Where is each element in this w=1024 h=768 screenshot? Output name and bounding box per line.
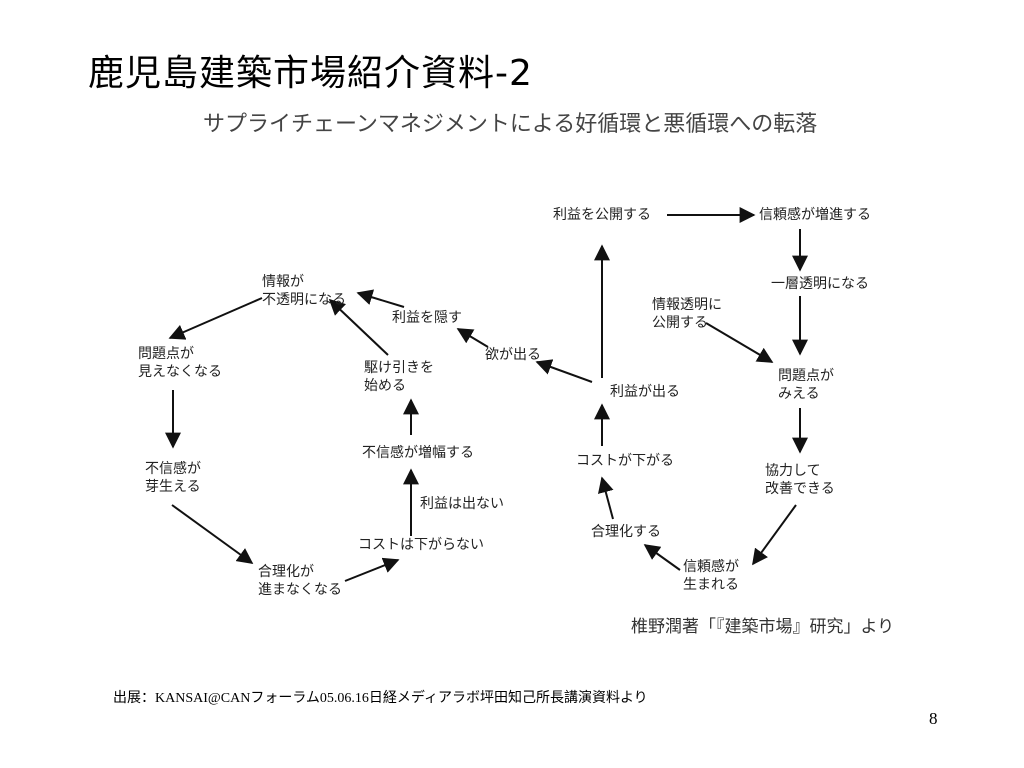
node-publish-info-line2: 公開する (652, 315, 708, 331)
node-hide-profit: 利益を隠す (392, 309, 462, 327)
diagram-title: サプライチェーンマネジメントによる好循環と悪循環への転落 (203, 112, 818, 137)
node-rationalization-stalls-line1: 合理化が (258, 564, 314, 580)
node-rationalization-stalls-line2: 進まなくなる (258, 582, 342, 598)
node-problems-visible-line2: みえる (778, 386, 820, 402)
arrow-cooperate-to-trustborn (752, 504, 797, 566)
node-greed: 欲が出る (485, 346, 541, 364)
arrow-distrust-to-rational (171, 504, 254, 564)
node-distrust-sprouts-line1: 不信感が (145, 461, 201, 477)
node-cost-down: コストが下がる (576, 452, 674, 470)
node-trust-born-line1: 信頼感が (683, 559, 739, 575)
node-hide-profit-line1: 利益を隠す (392, 310, 462, 326)
node-more-transparent-line1: 一層透明になる (771, 276, 869, 292)
node-info-opaque-line2: 不透明になる (262, 292, 346, 308)
source-note: 出展：KANSAI@CANフォーラム05.06.16日経メディアラボ坪田知己所長… (113, 691, 648, 706)
node-trust-born-line2: 生まれる (683, 577, 739, 593)
node-cooperate-improve-line1: 協力して (765, 463, 821, 479)
node-publish-profit: 利益を公開する (553, 206, 651, 224)
arrow-scramble-to-opaque (328, 298, 389, 356)
node-trust-up-line1: 信頼感が増進する (759, 207, 871, 223)
arrow-hide-to-opaque (356, 289, 405, 308)
slide-title: 鹿児島建築市場紹介資料-2 (88, 53, 533, 94)
arrow-trustborn-to-rationalize (643, 544, 681, 571)
arrow-rationalize-to-costdown (598, 476, 614, 520)
node-problems-hidden-line2: 見えなくなる (138, 364, 222, 380)
node-no-profit: 利益は出ない (420, 495, 504, 513)
arrow-rational-to-costnotdown (344, 557, 400, 582)
node-rationalize: 合理化する (591, 523, 661, 541)
node-info-opaque-line1: 情報が (262, 274, 304, 290)
node-trust-born: 信頼感が 生まれる (683, 558, 739, 594)
node-distrust-grows: 不信感が増幅する (362, 444, 474, 462)
node-distrust-grows-line1: 不信感が増幅する (362, 445, 474, 461)
node-problems-visible-line1: 問題点が (778, 368, 834, 384)
arrow-publishinfo-to-problems (705, 322, 774, 363)
node-cost-not-down-line1: コストは下がらない (358, 537, 484, 553)
node-cooperate-improve-line2: 改善できる (765, 481, 835, 497)
node-problems-hidden-line1: 問題点が (138, 346, 194, 362)
node-publish-info-line1: 情報透明に (652, 297, 722, 313)
node-cooperate-improve: 協力して 改善できる (765, 462, 835, 498)
diagram-credit: 椎野潤著「『建築市場』研究」より (631, 617, 895, 637)
page-number: 8 (929, 709, 938, 728)
node-distrust-sprouts-line2: 芽生える (145, 479, 201, 495)
node-problems-visible: 問題点が みえる (778, 367, 834, 403)
node-profit-appears: 利益が出る (610, 383, 680, 401)
node-publish-profit-line1: 利益を公開する (553, 207, 651, 223)
arrow-opaque-to-problems (168, 297, 263, 340)
node-rationalize-line1: 合理化する (591, 524, 661, 540)
node-publish-info: 情報透明に 公開する (652, 296, 722, 332)
node-rationalization-stalls: 合理化が 進まなくなる (258, 563, 342, 599)
node-cost-not-down: コストは下がらない (358, 536, 484, 554)
node-distrust-sprouts: 不信感が 芽生える (145, 460, 201, 496)
arrow-profit-to-greed (535, 359, 593, 383)
arrow-greed-to-hide (456, 328, 489, 348)
node-more-transparent: 一層透明になる (771, 275, 869, 293)
node-profit-appears-line1: 利益が出る (610, 384, 680, 400)
node-cost-down-line1: コストが下がる (576, 453, 674, 469)
node-no-profit-line1: 利益は出ない (420, 496, 504, 512)
node-trust-up: 信頼感が増進する (759, 206, 871, 224)
node-start-scramble-line2: 始める (364, 378, 406, 394)
node-greed-line1: 欲が出る (485, 347, 541, 363)
node-start-scramble-line1: 駆け引きを (364, 360, 434, 376)
node-info-opaque: 情報が 不透明になる (262, 273, 346, 309)
node-start-scramble: 駆け引きを 始める (364, 359, 434, 395)
node-problems-hidden: 問題点が 見えなくなる (138, 345, 222, 381)
